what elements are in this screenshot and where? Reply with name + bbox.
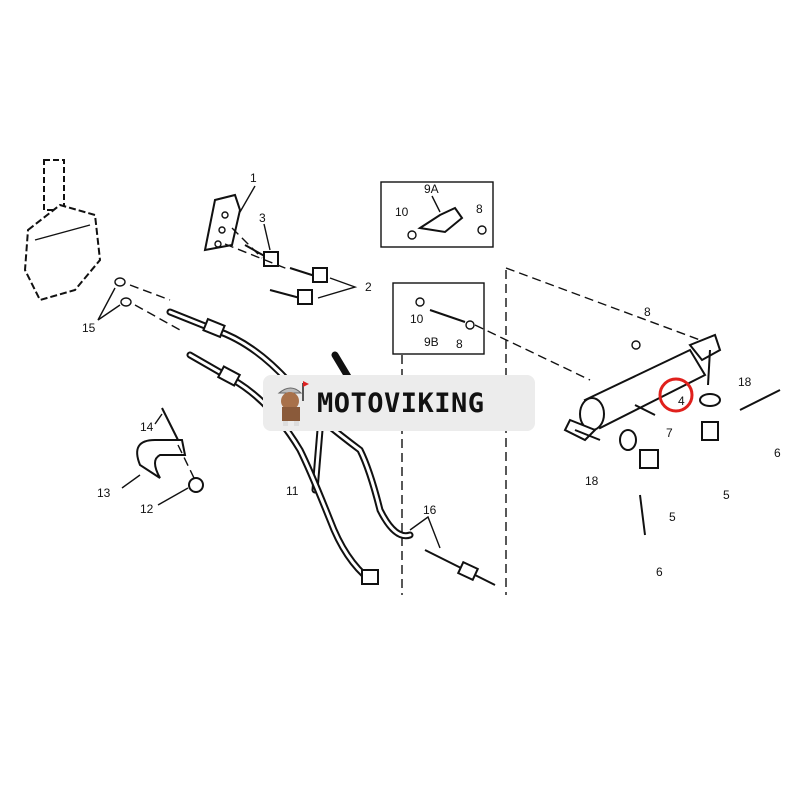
viking-mascot-icon [277, 381, 309, 426]
callout-1: 1 [250, 171, 257, 185]
callout-11: 11 [286, 484, 299, 498]
leader-line [474, 324, 591, 381]
hydraulic-cylinder [563, 333, 722, 442]
brand-name: MOTOVIKING [317, 387, 485, 419]
callout-14: 14 [140, 420, 154, 434]
callout-13: 13 [97, 486, 111, 500]
valve-body [23, 159, 102, 302]
callout-2: 2 [365, 280, 372, 294]
highlight-circle [658, 377, 694, 413]
callout-16: 16 [423, 503, 437, 517]
bolts [224, 223, 358, 305]
hoses [166, 308, 414, 585]
callout-6: 6 [774, 446, 781, 460]
callout-3: 3 [259, 211, 266, 225]
fitting-9a [407, 195, 487, 240]
callout-10: 10 [395, 205, 409, 219]
leader-line [505, 267, 701, 341]
callout-5: 5 [669, 510, 676, 524]
small-parts [619, 389, 781, 536]
callout-4: 4 [678, 394, 685, 408]
callout-8: 8 [644, 305, 651, 319]
washers [97, 277, 181, 331]
detail-box-9b [392, 282, 485, 355]
callout-8: 8 [476, 202, 483, 216]
callout-9a: 9A [424, 182, 439, 196]
callout-10: 10 [410, 312, 424, 326]
callout-6: 6 [656, 565, 663, 579]
clamp [121, 407, 204, 506]
fitting-9b [415, 297, 475, 330]
bracket [203, 185, 256, 252]
callout-18: 18 [585, 474, 599, 488]
detail-box-9a [380, 181, 494, 248]
callout-8: 8 [456, 337, 463, 351]
callout-9b: 9B [424, 335, 439, 349]
callout-7: 7 [666, 426, 673, 440]
callout-18: 18 [738, 375, 752, 389]
callout-15: 15 [82, 321, 96, 335]
callout-labels: 1 3 2 15 9A 10 8 10 9B 8 8 4 18 7 6 14 1… [82, 171, 781, 579]
watermark-logo: MOTOVIKING [263, 375, 535, 431]
fitting [409, 515, 496, 586]
callout-12: 12 [140, 502, 154, 516]
callout-5: 5 [723, 488, 730, 502]
